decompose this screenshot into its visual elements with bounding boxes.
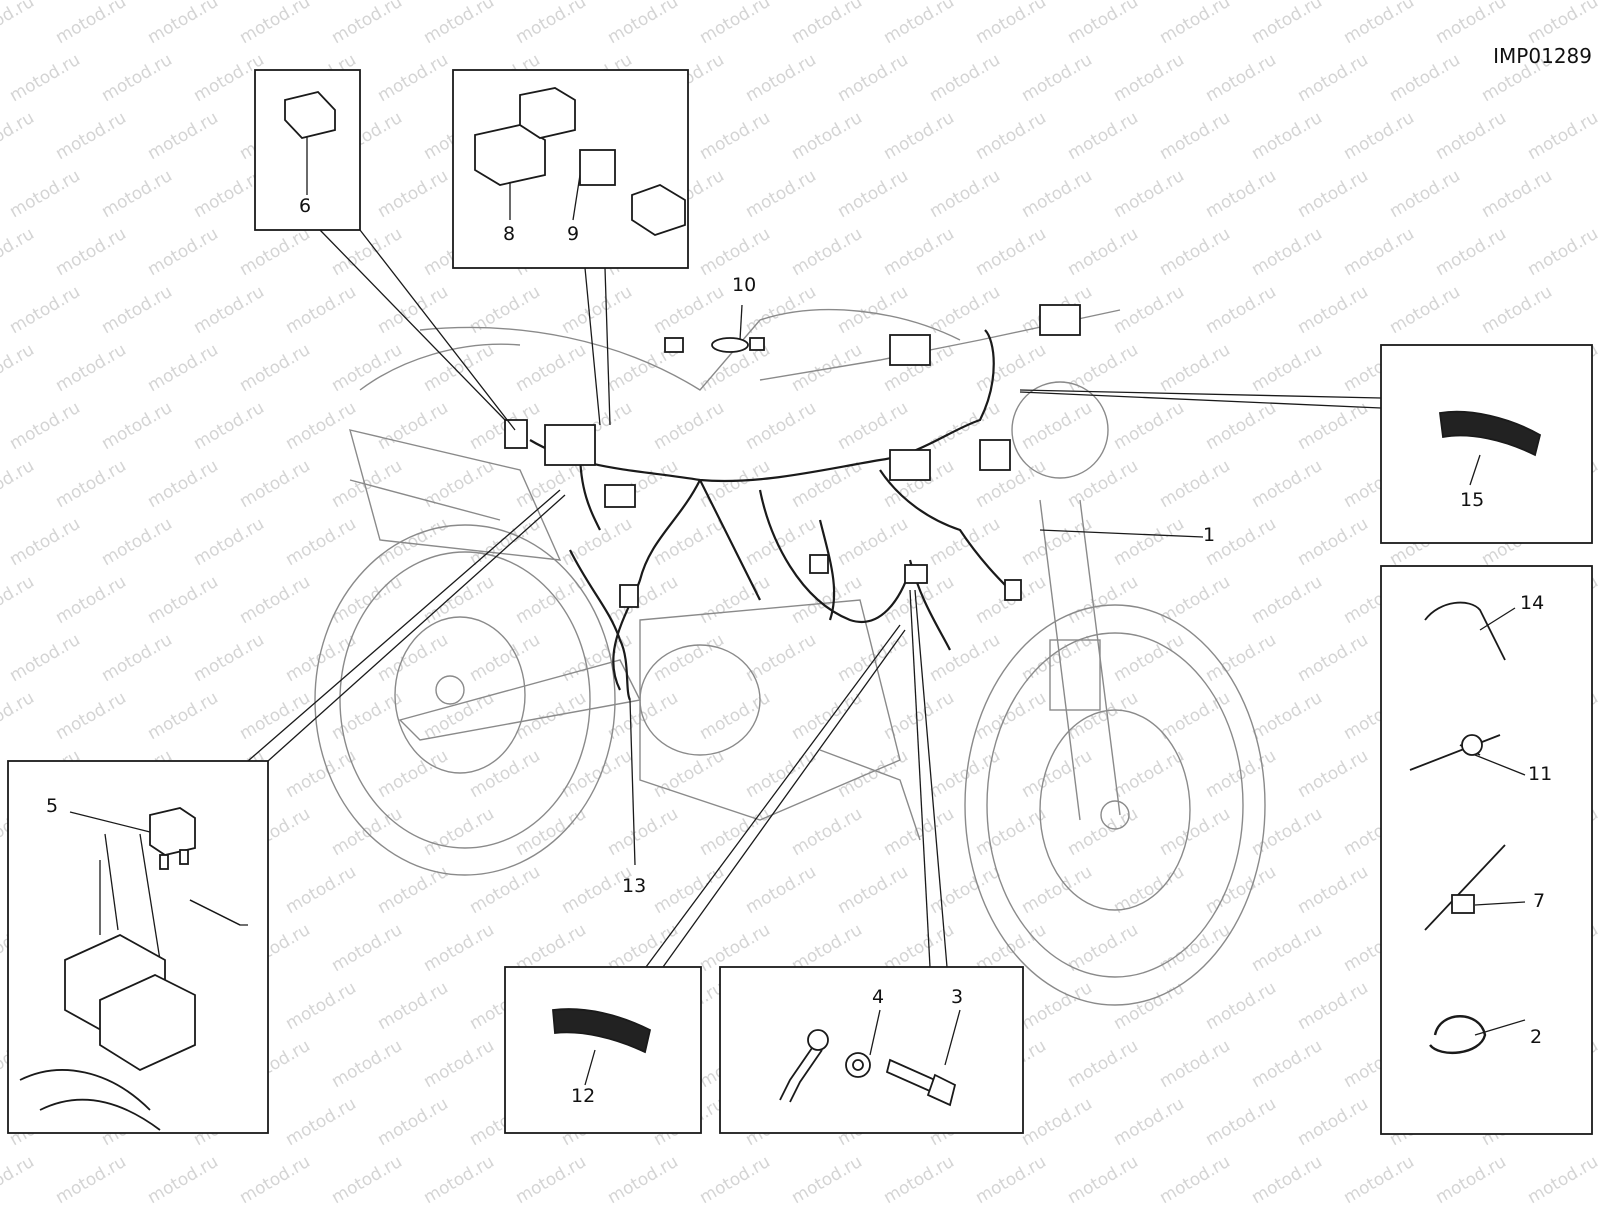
callout-12: 12: [571, 1085, 596, 1107]
cable-tie-part-7: [1424, 844, 1506, 931]
clip-part: [1429, 1015, 1487, 1054]
callout-13: 13: [622, 875, 647, 897]
callout-1: 1: [1203, 524, 1216, 546]
detail-box-fasteners: [1380, 565, 1593, 1135]
callout-5: 5: [46, 795, 59, 817]
callout-15: 15: [1460, 489, 1485, 511]
sheath-part-12: [552, 1008, 652, 1054]
fuse-part: [149, 807, 196, 856]
relay-socket-part: [284, 91, 336, 139]
callout-11: 11: [1528, 763, 1553, 785]
callout-9: 9: [567, 223, 580, 245]
relay-part: [579, 149, 616, 186]
grommet-part: [711, 337, 749, 353]
harness-connectors: [504, 304, 1081, 608]
drawing-reference: IMP01289: [1493, 44, 1592, 68]
callout-14: 14: [1520, 592, 1545, 614]
cable-strap-part: [1424, 601, 1506, 661]
detail-box-12: [504, 966, 702, 1134]
callout-10: 10: [732, 274, 757, 296]
detail-box-15: [1380, 344, 1593, 544]
callout-7: 7: [1533, 890, 1546, 912]
callout-6: 6: [299, 195, 312, 217]
sheath-part-15: [1438, 410, 1542, 457]
wiring-harness: [529, 329, 1011, 701]
leader-lines: [69, 130, 1526, 1086]
callout-8: 8: [503, 223, 516, 245]
callout-2: 2: [1530, 1026, 1543, 1048]
motorcycle-outline: [314, 308, 1266, 1006]
callout-3: 3: [951, 986, 964, 1008]
callout-4: 4: [872, 986, 885, 1008]
